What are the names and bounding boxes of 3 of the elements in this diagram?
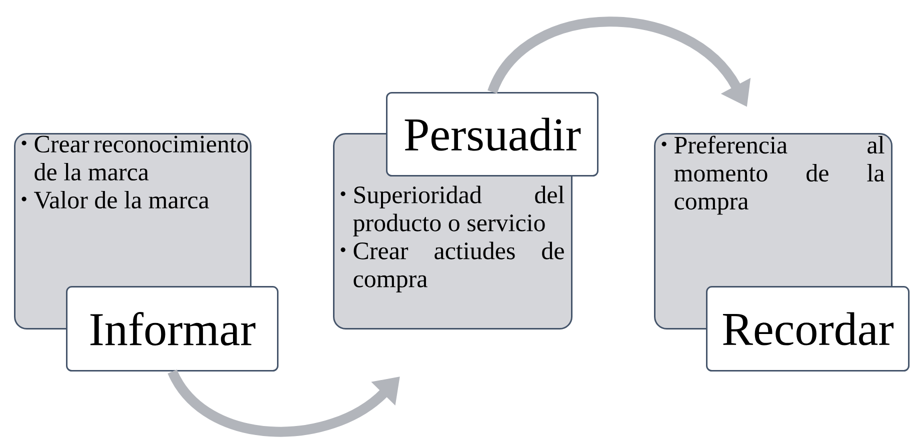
title-box: Informar — [66, 286, 278, 372]
title-box: Recordar — [706, 286, 910, 372]
title-box: Persuadir — [386, 92, 598, 176]
